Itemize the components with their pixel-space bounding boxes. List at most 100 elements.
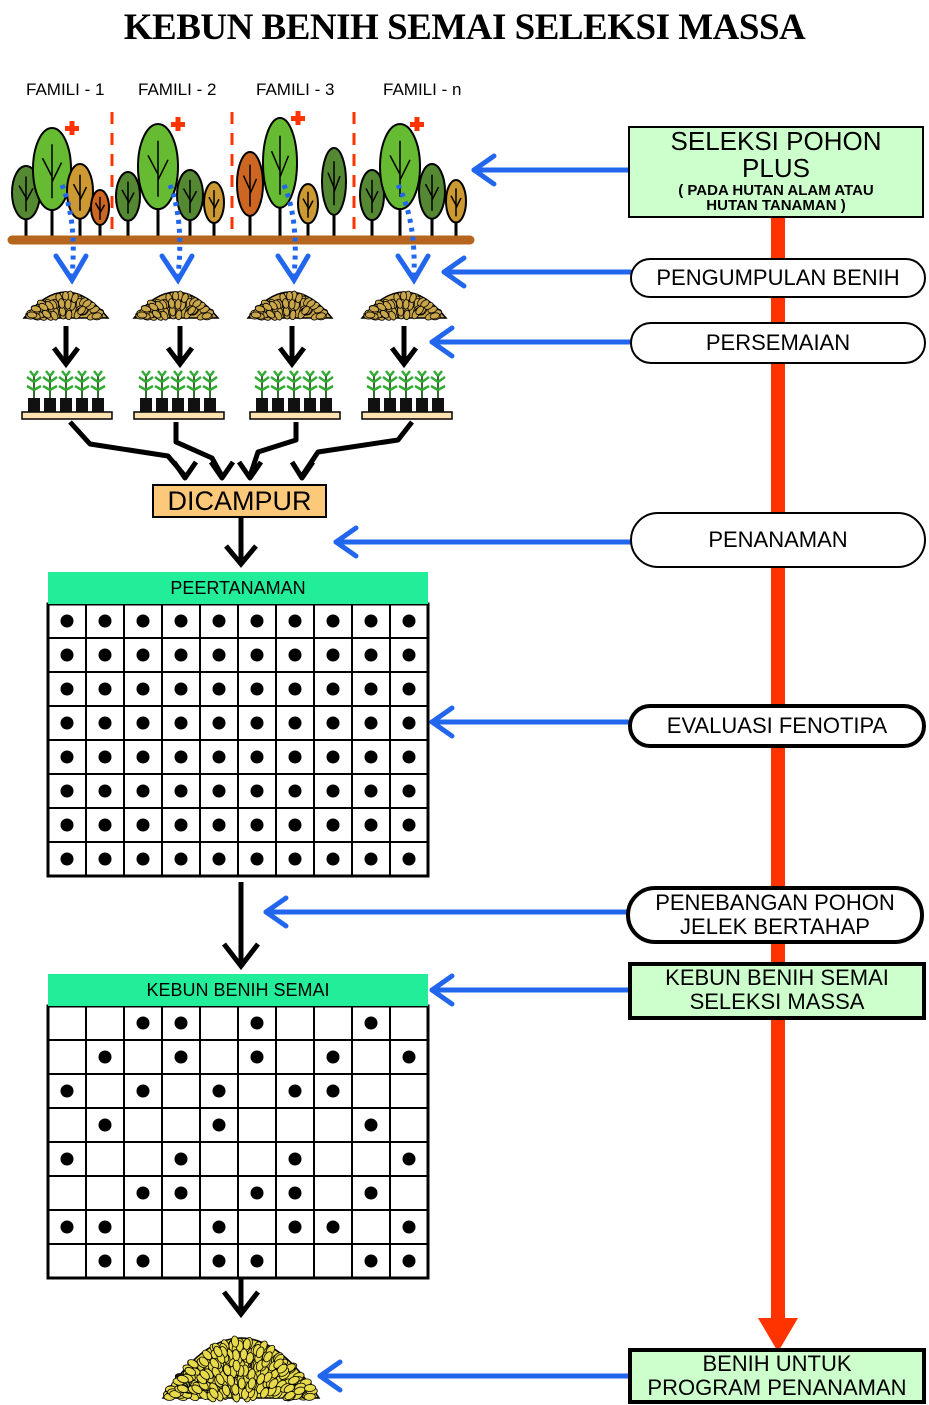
planting-tree-dot (174, 818, 188, 832)
planting-tree-dot (60, 818, 74, 832)
planting-tree-dot (326, 818, 340, 832)
seed-drop-arrow (53, 184, 89, 285)
planting-tree-dot (60, 682, 74, 696)
orchard-tree-dot (364, 1254, 378, 1268)
planting-tree-dot (98, 648, 112, 662)
planting-tree-dot (364, 716, 378, 730)
orchard-tree-dot (326, 1084, 340, 1098)
tree (379, 123, 421, 236)
mix-box: DICAMPUR (152, 484, 327, 518)
planting-tree-dot (402, 784, 416, 798)
step-planting-seeds: BENIH UNTUK PROGRAM PENANAMAN (628, 1348, 926, 1404)
planting-tree-dot (250, 784, 264, 798)
planting-tree-dot (174, 716, 188, 730)
plus-tree-marks (65, 111, 424, 135)
planting-tree-dot (364, 784, 378, 798)
step-planting-seeds-line2: PROGRAM PENANAMAN (647, 1375, 907, 1400)
orchard-tree-dot (288, 1084, 302, 1098)
seed-pile (132, 290, 220, 321)
planting-tree-dot (60, 750, 74, 764)
step-seed-orchard-line2: SELEKSI MASSA (689, 989, 865, 1014)
arrow-planting (333, 525, 633, 559)
planting-tree-dot (326, 716, 340, 730)
planting-tree-dot (364, 818, 378, 832)
tree (445, 179, 467, 236)
nursery-tray (21, 370, 113, 420)
planting-tree-dot (98, 784, 112, 798)
planting-tree-dot (326, 682, 340, 696)
planting-tree-dot (212, 682, 226, 696)
planting-tree-dot (326, 614, 340, 628)
planting-tree-dot (250, 682, 264, 696)
pile-arrow (52, 326, 80, 369)
planting-tree-dot (250, 750, 264, 764)
planting-tree-dot (364, 614, 378, 628)
planting-tree-dot (212, 818, 226, 832)
planting-tree-dot (364, 648, 378, 662)
planting-tree-dot (402, 614, 416, 628)
orchard-tree-dot (288, 1152, 302, 1166)
tree (203, 181, 225, 236)
planting-tree-dot (402, 750, 416, 764)
orchard-tree-dot (174, 1050, 188, 1064)
planting-grid-header: PEERTANAMAN (48, 572, 428, 604)
planting-tree-dot (288, 818, 302, 832)
family-label-n: FAMILI - n (383, 80, 462, 99)
planting-tree-dot (174, 852, 188, 866)
planting-tree-dot (402, 682, 416, 696)
planting-grid (46, 602, 430, 878)
planting-tree-dot (136, 716, 150, 730)
planting-tree-dot (402, 818, 416, 832)
arrow-planting-seeds (317, 1359, 631, 1393)
orchard-tree-dot (136, 1016, 150, 1030)
orchard-tree-dot (364, 1186, 378, 1200)
orchard-tree-dot (212, 1084, 226, 1098)
planting-tree-dot (364, 750, 378, 764)
planting-tree-dot (98, 852, 112, 866)
orchard-tree-dot (364, 1016, 378, 1030)
planting-tree-dot (98, 614, 112, 628)
planting-tree-dot (288, 750, 302, 764)
orchard-tree-dot (326, 1050, 340, 1064)
orchard-tree-dot (250, 1254, 264, 1268)
pile-to-nursery-arrows (52, 326, 418, 369)
nursery-tray (133, 370, 225, 420)
orchard-tree-dot (212, 1220, 226, 1234)
final-seeds (161, 1335, 321, 1403)
planting-tree-dot (136, 614, 150, 628)
orchard-tree-dot (60, 1152, 74, 1166)
pile-arrow (390, 326, 418, 369)
planting-tree-dot (174, 750, 188, 764)
planting-tree-dot (136, 750, 150, 764)
arrow-roguing (263, 895, 629, 929)
tree (321, 147, 347, 236)
seed-drop-arrow (159, 184, 195, 285)
arrow-seed-collection (441, 255, 633, 289)
tree (115, 171, 141, 236)
orchard-tree-dot (402, 1220, 416, 1234)
step-roguing: PENEBANGAN POHON JELEK BERTAHAP (626, 886, 924, 944)
step-roguing-line1: PENEBANGAN POHON (655, 890, 895, 915)
planting-tree-dot (402, 648, 416, 662)
planting-tree-dot (136, 648, 150, 662)
planting-tree-dot (212, 648, 226, 662)
orchard-tree-dot (250, 1016, 264, 1030)
planting-tree-dot (174, 648, 188, 662)
forest-trees (11, 117, 467, 236)
orchard-tree-dot (174, 1186, 188, 1200)
orchard-tree-dot (136, 1084, 150, 1098)
orchard-tree-dot (250, 1186, 264, 1200)
planting-tree-dot (60, 784, 74, 798)
planting-tree-dot (364, 682, 378, 696)
planting-tree-dot (250, 614, 264, 628)
nursery-tray (361, 370, 453, 420)
planting-tree-dot (288, 852, 302, 866)
planting-tree-dot (288, 784, 302, 798)
orchard-tree-dot (174, 1016, 188, 1030)
step-planting-seeds-line1: BENIH UNTUK (702, 1351, 852, 1376)
orchard-tree-dot (288, 1220, 302, 1234)
nursery-trays (21, 370, 453, 420)
planting-tree-dot (250, 648, 264, 662)
arrow-plus-tree-selection (471, 153, 631, 187)
orchard-tree-dot (402, 1254, 416, 1268)
